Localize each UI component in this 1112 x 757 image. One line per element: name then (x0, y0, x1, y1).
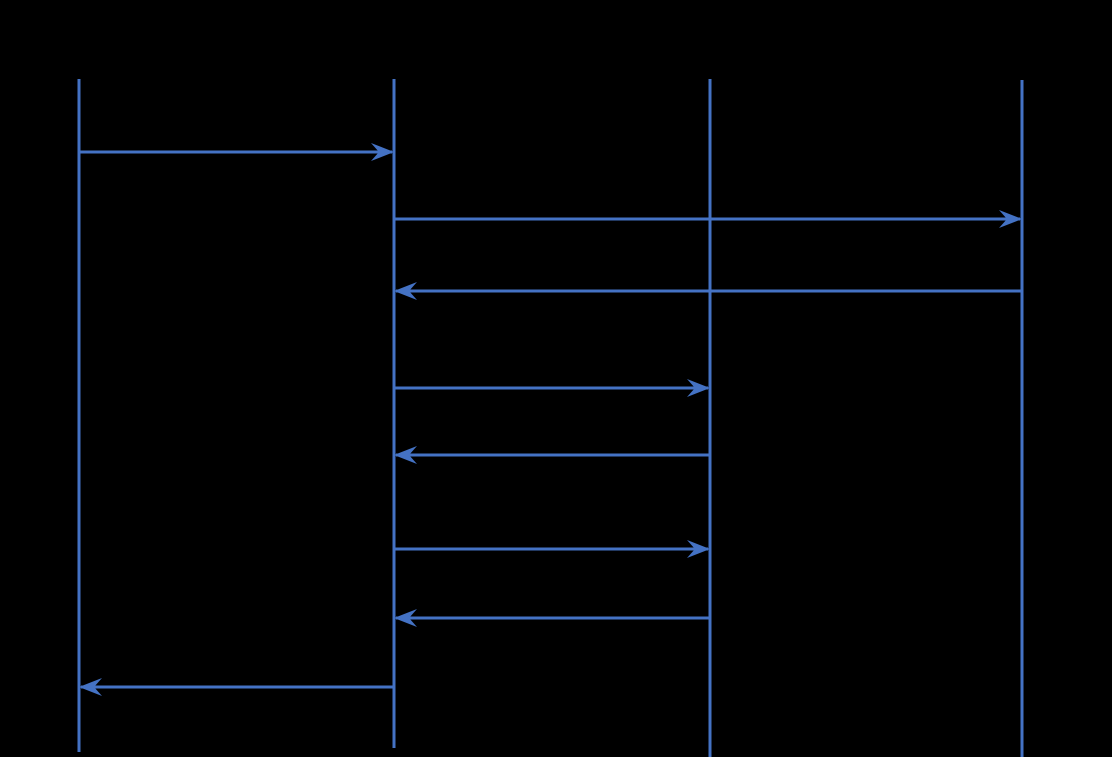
arrowhead-icon (371, 143, 394, 161)
message-arrow-3 (394, 282, 1022, 300)
arrowhead-icon (394, 282, 417, 300)
arrowhead-icon (687, 379, 710, 397)
message-arrow-1 (79, 143, 394, 161)
arrowhead-icon (394, 609, 417, 627)
message-arrow-7 (394, 609, 710, 627)
arrowhead-icon (687, 540, 710, 558)
message-arrow-2 (394, 210, 1022, 228)
arrowhead-icon (79, 678, 102, 696)
arrowhead-icon (394, 446, 417, 464)
message-arrow-5 (394, 446, 710, 464)
message-arrow-4 (394, 379, 710, 397)
message-arrow-8 (79, 678, 394, 696)
arrowhead-icon (999, 210, 1022, 228)
message-arrow-6 (394, 540, 710, 558)
